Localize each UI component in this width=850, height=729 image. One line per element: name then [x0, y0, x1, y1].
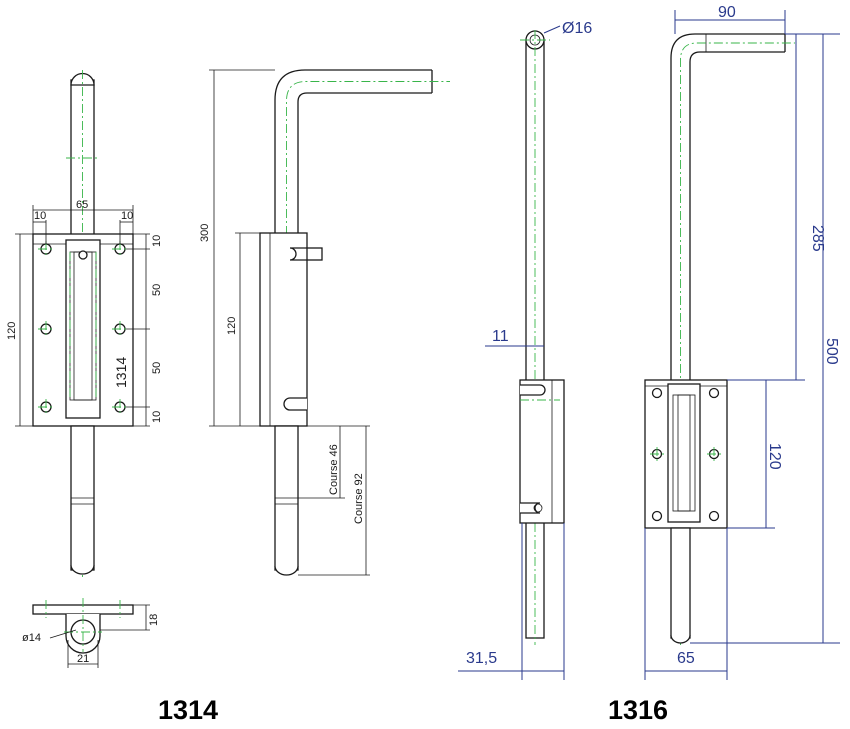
rod-bend-outer — [274, 69, 432, 240]
rod-bend-inner — [689, 51, 785, 380]
dim-course-long: Course 92 — [353, 473, 365, 524]
dim-height-left: 120 — [6, 322, 18, 340]
dim-pitch-2: 50 — [151, 362, 163, 374]
hole — [708, 510, 720, 522]
leader-line — [49, 629, 77, 639]
slot-top — [520, 384, 546, 396]
dim-base-height: 18 — [148, 614, 160, 626]
dim-course-short: Course 46 — [328, 444, 340, 495]
mounting-holes-1316 — [650, 387, 721, 522]
dim-edge-left: 10 — [34, 210, 46, 222]
front-centerline — [680, 42, 795, 645]
dim-pitch-top: 10 — [151, 235, 163, 247]
view-1314-side: 300 120 Course 46 Course 92 — [199, 69, 450, 576]
dim-width-total: 65 — [76, 199, 88, 211]
housing — [65, 239, 101, 419]
rod-bottom-cap — [70, 564, 95, 575]
dim-rod-diameter: Ø16 — [562, 20, 592, 37]
leader-line — [543, 25, 561, 34]
hole — [651, 510, 663, 522]
dim-plate-height-1316: 120 — [766, 443, 783, 470]
rod-cap — [670, 634, 691, 644]
dim-arm-length: 90 — [718, 4, 736, 21]
dim-bore-width: 21 — [77, 653, 89, 665]
dim-bore: ø14 — [22, 632, 41, 644]
view-1316-side: Ø16 11 31,5 — [458, 20, 592, 680]
side-pin — [306, 247, 323, 261]
slot-pin — [78, 250, 88, 260]
rod-bend-inner — [297, 92, 432, 240]
model-code-right: 1316 — [608, 695, 668, 725]
front-rod-lower — [670, 527, 691, 639]
dim-offset: 11 — [492, 328, 509, 345]
dim-pitch-1: 50 — [151, 284, 163, 296]
view-1316-front: 90 285 500 120 65 — [644, 4, 840, 680]
model-code-left: 1314 — [158, 695, 218, 725]
dim-upper-length: 285 — [809, 225, 826, 252]
side-centerline — [286, 81, 450, 575]
side-rod-cap — [274, 565, 299, 576]
pin — [533, 503, 543, 513]
hole — [708, 387, 720, 399]
rod-bend-outer — [670, 33, 785, 380]
dim-plate-width: 65 — [677, 650, 695, 667]
body-label: 1314 — [113, 357, 129, 388]
dim-plate-height: 120 — [226, 317, 238, 335]
side-plate — [259, 232, 308, 427]
housing-bolt — [677, 394, 691, 512]
hole — [651, 387, 663, 399]
dim-pitch-bottom: 10 — [151, 411, 163, 423]
side-slot-top — [289, 247, 307, 261]
view-1314-bottom: 18 ø14 21 — [22, 598, 160, 668]
dim-overall-height: 300 — [199, 224, 211, 242]
side-slot-bottom — [283, 397, 307, 411]
dim-depth: 31,5 — [466, 650, 497, 667]
side-plate-1316 — [519, 379, 565, 524]
dim-total-length: 500 — [823, 338, 840, 365]
dim-edge-right: 10 — [121, 210, 133, 222]
rod-top-cap — [70, 72, 95, 86]
view-1314-front: 65 10 10 120 10 50 50 10 1314 — [6, 70, 163, 580]
